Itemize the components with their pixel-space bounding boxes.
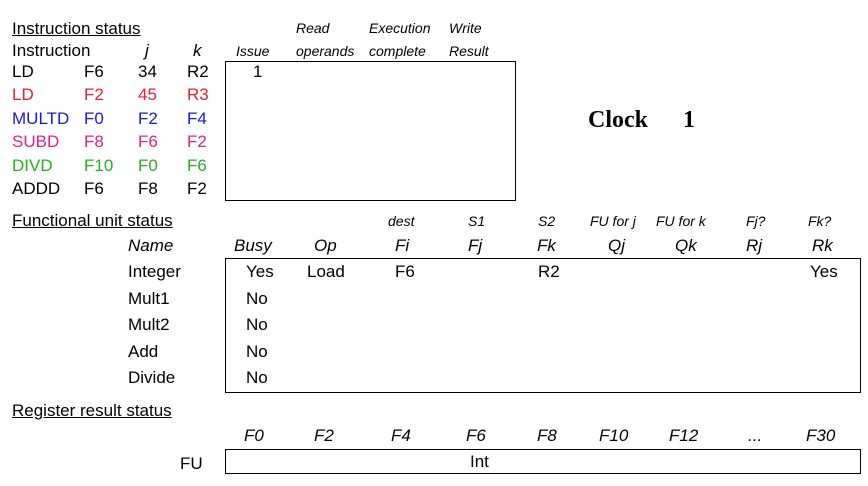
fu-busy: No [246, 288, 268, 308]
register-result-status-title: Register result status [12, 401, 172, 420]
clock-value: 1 [683, 107, 695, 133]
instr-op: MULTD [12, 108, 70, 128]
read-header-top: Read [296, 20, 330, 36]
instr-issue: 1 [253, 62, 263, 81]
instr-j: F8 [138, 179, 158, 198]
busy-header: Busy [234, 236, 272, 255]
register-header: F10 [599, 426, 629, 445]
instr-dest: F6 [84, 179, 104, 198]
register-header: F0 [244, 426, 264, 445]
j-header: j [145, 41, 149, 60]
fu-for-j-header: FU for j [590, 213, 636, 229]
clock-label: Clock [588, 107, 648, 133]
read-header-bottom: operands [296, 43, 355, 59]
functional-unit-status-box [225, 258, 861, 393]
instr-j: F0 [138, 155, 158, 175]
fu-name: Add [128, 341, 159, 361]
instr-k: R3 [187, 85, 209, 105]
fu-busy: No [246, 368, 268, 387]
instr-dest: F6 [84, 62, 104, 81]
register-header: F4 [391, 426, 411, 445]
k-header: k [193, 41, 202, 60]
instr-op: SUBD [12, 132, 60, 152]
instr-op: ADDD [12, 179, 61, 198]
fu-busy: No [246, 341, 268, 361]
s2-header: S2 [538, 213, 556, 229]
fk-header: Fk [537, 236, 556, 255]
qj-header: Qj [608, 236, 625, 255]
name-header: Name [128, 236, 174, 255]
write-header-top: Write [449, 20, 482, 36]
rk-header: Rk [812, 236, 833, 255]
register-value: Int [470, 452, 489, 471]
op-header: Op [314, 236, 337, 255]
fu-row-label: FU [180, 454, 203, 473]
instr-dest: F2 [84, 85, 104, 105]
fu-fk: R2 [538, 262, 560, 281]
register-header: F2 [314, 426, 334, 445]
instr-dest: F8 [84, 132, 104, 152]
fj-header: Fj [468, 236, 483, 255]
instr-j: 34 [138, 62, 157, 81]
write-header-bottom: Result [449, 43, 489, 59]
instruction-status-box [225, 61, 516, 201]
fu-name: Mult1 [128, 288, 170, 308]
instr-j: F2 [138, 108, 158, 128]
instr-op: DIVD [12, 155, 53, 175]
instr-k: F2 [187, 132, 207, 152]
register-header: F12 [669, 426, 699, 445]
register-header: ... [748, 426, 763, 445]
instr-j: F6 [138, 132, 158, 152]
exec-header-top: Execution [369, 20, 431, 36]
fi-header: Fi [395, 236, 410, 255]
register-header: F30 [806, 426, 836, 445]
s1-header: S1 [468, 213, 486, 229]
rj-header: Rj [746, 236, 763, 255]
fu-for-k-header: FU for k [656, 213, 706, 229]
fu-fi: F6 [395, 262, 415, 281]
qk-header: Qk [675, 236, 697, 255]
fu-busy: No [246, 315, 268, 334]
fu-name: Divide [128, 368, 176, 387]
instr-j: 45 [138, 85, 157, 105]
instruction-status-title: Instruction status [12, 19, 141, 38]
issue-header: Issue [236, 43, 270, 59]
fu-op: Load [307, 262, 345, 281]
exec-header-bottom: complete [369, 43, 426, 59]
instr-op: LD [12, 62, 34, 81]
fu-name: Integer [128, 262, 181, 281]
instr-k: R2 [187, 62, 209, 81]
fu-name: Mult2 [128, 315, 170, 334]
instr-k: F2 [187, 179, 207, 198]
register-header: F6 [466, 426, 486, 445]
functional-unit-status-title: Functional unit status [12, 211, 173, 230]
instr-op: LD [12, 85, 34, 105]
instruction-header: Instruction [12, 41, 91, 60]
register-result-box [225, 449, 861, 474]
register-header: F8 [537, 426, 557, 445]
instr-k: F4 [187, 108, 207, 128]
instr-dest: F10 [84, 155, 114, 175]
fu-busy: Yes [246, 262, 274, 281]
instr-k: F6 [187, 155, 207, 175]
fk-q-header: Fk? [808, 213, 832, 229]
dest-header: dest [388, 213, 415, 229]
fu-rk: Yes [810, 262, 838, 281]
fj-q-header: Fj? [746, 213, 766, 229]
instr-dest: F0 [84, 108, 104, 128]
